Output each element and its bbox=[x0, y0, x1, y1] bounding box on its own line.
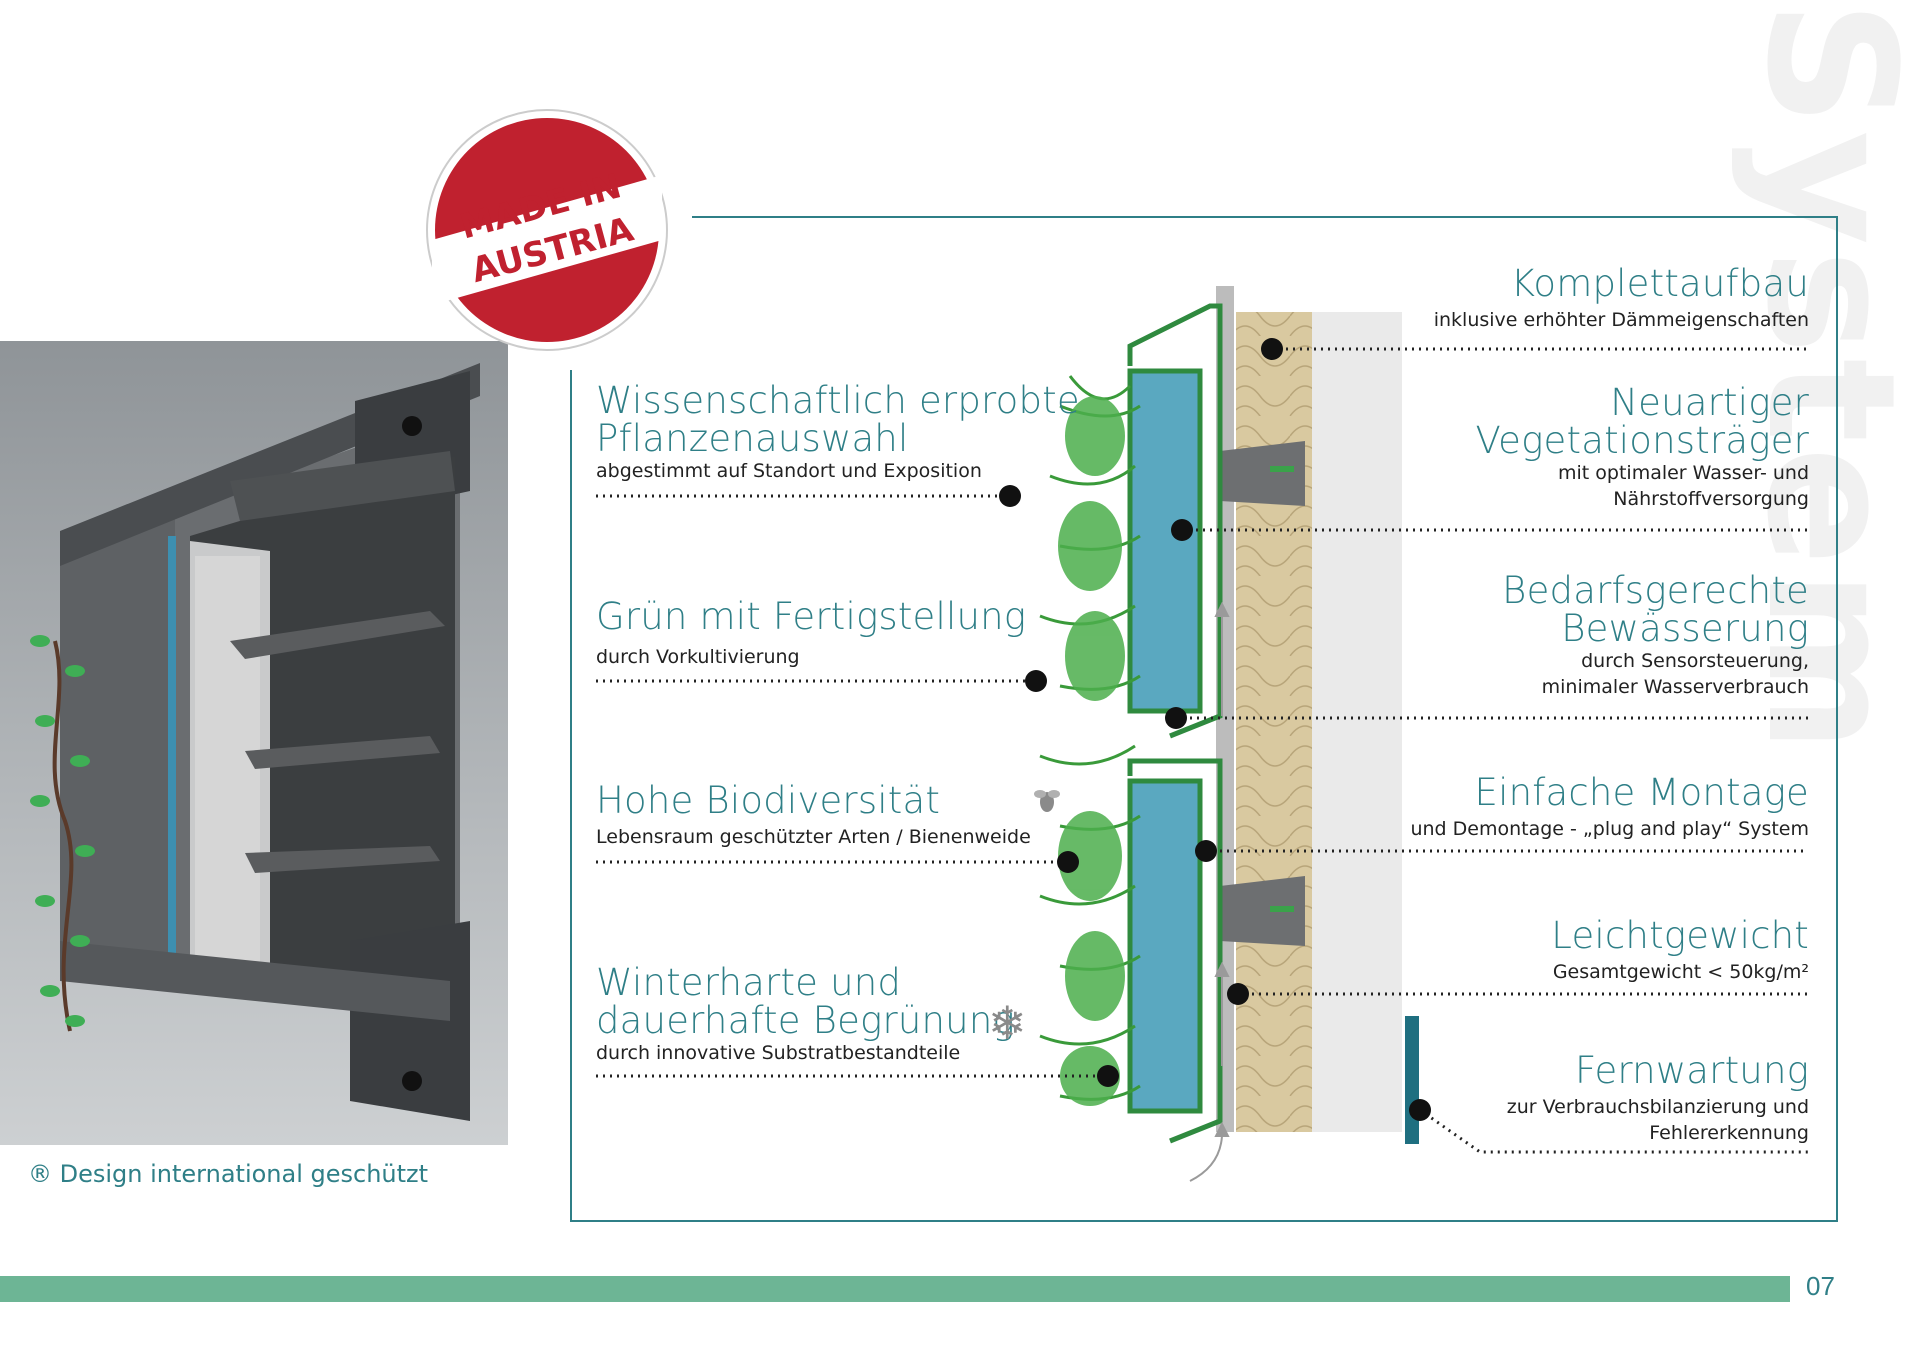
feature-desc: Gesamtgewicht < 50kg/m² bbox=[1552, 961, 1809, 983]
made-in-austria-badge: MADE IN AUSTRIA bbox=[422, 105, 672, 355]
feature-desc: Lebensraum geschützter Arten / Bienenwei… bbox=[596, 826, 1031, 848]
feature-desc: und Demontage - „plug and play“ System bbox=[1410, 818, 1809, 840]
feature-green-on-completion: Grün mit Fertigstellung durch Vorkultivi… bbox=[596, 598, 1026, 670]
snowflake-icon: ❄ bbox=[988, 996, 1027, 1050]
feature-desc: mit optimaler Wasser- und Nährstoffverso… bbox=[1558, 462, 1809, 510]
feature-title: Einfache Montage bbox=[1474, 771, 1809, 814]
diagram-frame bbox=[570, 216, 1838, 1222]
marker-dot bbox=[1171, 519, 1193, 541]
marker-dot bbox=[1165, 707, 1187, 729]
marker-dot bbox=[1057, 851, 1079, 873]
marker-dot bbox=[999, 485, 1021, 507]
feature-desc: zur Verbrauchsbilanzierung und Fehlererk… bbox=[1506, 1096, 1809, 1144]
feature-complete-build: Komplettaufbau inklusive erhöhter Dämmei… bbox=[1434, 265, 1809, 333]
feature-title: Winterharte und dauerhafte Begrünung bbox=[596, 961, 1015, 1042]
feature-desc: inklusive erhöhter Dämmeigenschaften bbox=[1433, 309, 1809, 331]
feature-desc: abgestimmt auf Standort und Exposition bbox=[596, 460, 982, 482]
marker-dot bbox=[1195, 840, 1217, 862]
feature-remote-maintenance: Fernwartung zur Verbrauchsbilanzierung u… bbox=[1507, 1052, 1809, 1146]
marker-dot bbox=[1409, 1099, 1431, 1121]
bee-icon bbox=[1034, 790, 1060, 812]
watermark-system: System bbox=[1728, 0, 1920, 758]
feature-title: Grün mit Fertigstellung bbox=[596, 595, 1027, 638]
feature-title: Hohe Biodiversität bbox=[596, 779, 941, 822]
feature-title: Komplettaufbau bbox=[1510, 262, 1809, 305]
feature-title: Leichtgewicht bbox=[1551, 914, 1809, 957]
feature-title: Fernwartung bbox=[1575, 1049, 1809, 1092]
feature-plant-selection: Wissenschaftlich erprobte Pflanzenauswah… bbox=[596, 382, 1080, 484]
feature-title: Wissenschaftlich erprobte Pflanzenauswah… bbox=[596, 379, 1080, 460]
feature-desc: durch Sensorsteuerung, minimaler Wasserv… bbox=[1541, 650, 1809, 698]
footer-bar bbox=[0, 1276, 1790, 1302]
marker-dot bbox=[1097, 1065, 1119, 1087]
cross-section-diagram bbox=[570, 216, 1838, 1222]
feature-title: Bedarfsgerechte Bewässerung bbox=[1502, 569, 1809, 650]
feature-desc: durch innovative Substratbestandteile bbox=[596, 1042, 961, 1064]
feature-winter-hardy: Winterharte und dauerhafte Begrünung dur… bbox=[596, 964, 1015, 1066]
product-render bbox=[0, 341, 508, 1145]
marker-dot bbox=[1261, 338, 1283, 360]
feature-irrigation: Bedarfsgerechte Bewässerung durch Sensor… bbox=[1502, 572, 1809, 700]
design-protection-note: ® Design international geschützt bbox=[28, 1160, 429, 1188]
marker-dot bbox=[1227, 983, 1249, 1005]
feature-title: Neuartiger Vegetationsträger bbox=[1475, 381, 1809, 462]
marker-dot bbox=[1025, 670, 1047, 692]
feature-biodiversity: Hohe Biodiversität Lebensraum geschützte… bbox=[596, 782, 1031, 850]
feature-vegetation-carrier: Neuartiger Vegetationsträger mit optimal… bbox=[1476, 384, 1809, 512]
feature-easy-mounting: Einfache Montage und Demontage - „plug a… bbox=[1410, 774, 1809, 842]
feature-desc: durch Vorkultivierung bbox=[596, 646, 800, 668]
page-number: 07 bbox=[1806, 1271, 1835, 1301]
feature-lightweight: Leichtgewicht Gesamtgewicht < 50kg/m² bbox=[1551, 917, 1809, 985]
